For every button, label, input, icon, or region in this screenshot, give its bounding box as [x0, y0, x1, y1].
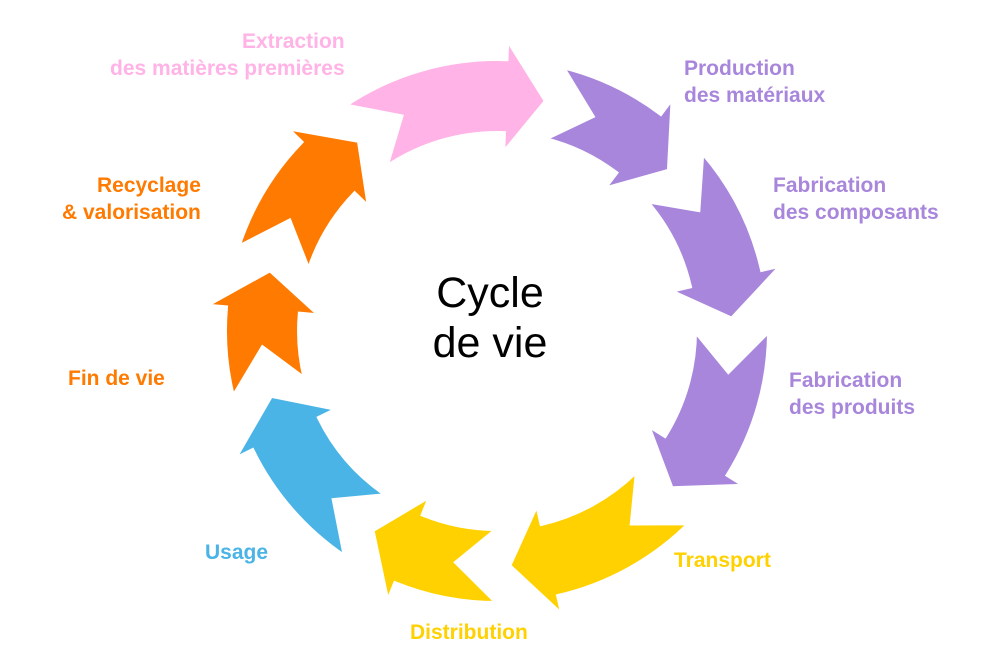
cycle-title: Cycle de vie — [400, 268, 580, 368]
arrow-extraction — [339, 32, 549, 172]
label-fabrication-produits: Fabrication des produits — [789, 367, 915, 421]
label-distribution-line-1: Distribution — [410, 621, 528, 644]
label-recyclage: Recyclage & valorisation — [62, 172, 201, 226]
label-recyclage-line-2: & valorisation — [62, 201, 201, 224]
label-extraction-line-2: des matières premières — [110, 57, 345, 80]
label-distribution: Distribution — [410, 619, 528, 646]
label-fin-de-vie-line-1: Fin de vie — [68, 367, 165, 390]
label-fabrication-composants: Fabrication des composants — [773, 172, 939, 226]
label-production-materiaux: Production des matériaux — [684, 55, 825, 109]
arrow-recyclage — [234, 125, 372, 276]
arrow-production-materiaux — [538, 63, 676, 193]
label-usage: Usage — [205, 539, 268, 566]
label-extraction-line-1: Extraction — [241, 30, 345, 53]
label-fabrication-composants-line-1: Fabrication — [773, 174, 887, 197]
arrow-transport — [506, 465, 695, 622]
arrow-fabrication-composants — [641, 147, 788, 322]
label-transport-line-1: Transport — [674, 549, 771, 572]
label-production-materiaux-line-1: Production — [684, 57, 795, 80]
label-fabrication-produits-line-1: Fabrication — [789, 369, 903, 392]
cycle-title-line-1: Cycle — [436, 269, 544, 317]
label-recyclage-line-1: Recyclage — [96, 174, 201, 197]
label-transport: Transport — [674, 547, 771, 574]
label-fabrication-produits-line-2: des produits — [789, 396, 916, 419]
label-production-materiaux-line-2: des matériaux — [684, 84, 826, 107]
arrow-fabrication-produits — [644, 325, 772, 491]
arrow-distribution — [370, 491, 503, 609]
cycle-title-line-2: de vie — [432, 319, 548, 367]
label-usage-line-1: Usage — [205, 541, 269, 564]
arrow-usage — [229, 393, 393, 561]
label-fabrication-composants-line-2: des composants — [773, 201, 939, 224]
label-fin-de-vie: Fin de vie — [68, 365, 165, 392]
arrow-fin-de-vie — [199, 267, 326, 402]
label-extraction: Extraction des matières premières — [110, 28, 345, 82]
